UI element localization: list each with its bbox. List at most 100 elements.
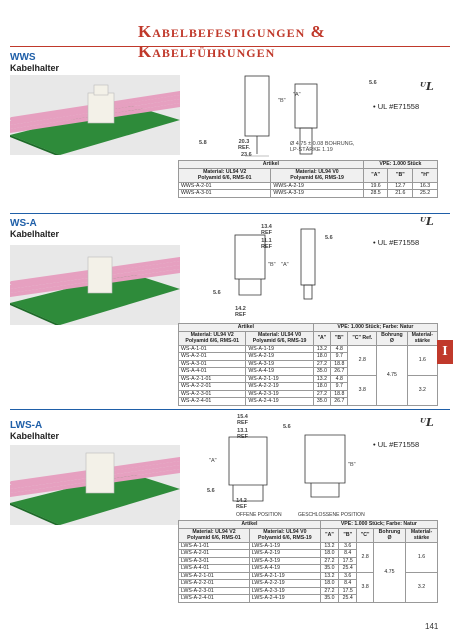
cell: 19.6 <box>362 181 389 190</box>
cell-merged: 1.6 <box>405 541 438 573</box>
table-lwsa-header-1: Material: UL94 V0 Polyamid 6/6, RMS-19 <box>248 527 321 543</box>
cell-merged: 2.8 <box>356 541 374 573</box>
dim-wws-d1: 5.6 <box>369 80 377 86</box>
dim-wsa-d4: 5.6 <box>213 290 221 296</box>
product-photo-wsa-art <box>10 256 180 325</box>
table-wsa-header-4: "C" Ref. <box>347 330 378 346</box>
section-sub-lwsa: Kabelhalter <box>10 431 60 441</box>
cell: LWS-A-2-3-19 <box>248 586 321 595</box>
dim-wsa-d2: 11.1 REF <box>261 238 272 251</box>
cell-merged: 3.8 <box>347 374 378 406</box>
table-row: WS-A-1-01 WS-A-1-19 13.2 4.8 2.8 4.75 1.… <box>177 344 439 406</box>
table-wsa-header-1: Material: UL94 V0 Polyamid 6/6, RMS-19 <box>245 330 314 346</box>
cell: LWS-A-2-01 <box>178 549 250 558</box>
technical-drawing-wsa <box>205 225 355 305</box>
cell: LWS-A-3-19 <box>248 556 321 565</box>
page-title: Kabelbefestigungen & Kabelführungen <box>138 22 326 61</box>
product-photo-wws-art <box>10 84 180 155</box>
table-wws-header-2: "A" <box>362 167 389 183</box>
cell: WS-A-1-19 <box>245 344 314 353</box>
cell: WS-A-2-4-01 <box>177 397 247 406</box>
cell: WS-A-2-01 <box>177 352 247 361</box>
table-wsa-header-5: Bohrung Ø <box>376 330 408 346</box>
dim-lwsa-d5: 14.2 REF <box>236 498 247 511</box>
dim-wsa-b: "B" <box>268 262 276 268</box>
cell: LWS-A-2-19 <box>248 549 321 558</box>
cell: WWS-A-2-19 <box>270 181 364 190</box>
table-wsa-header-6: Material- stärke <box>406 330 439 346</box>
section-rule-lwsa <box>10 409 450 410</box>
table-lwsa-header-0: Material: UL94 V2 Polyamid 6/6, RMS-01 <box>178 527 250 543</box>
page-number: 141 <box>425 622 439 631</box>
cell: 18.8 <box>330 389 349 398</box>
product-photo-wsa <box>10 245 180 325</box>
table-row: WS-A-2-01 WS-A-2-19 18.0 9.7 <box>177 352 438 361</box>
cell: WS-A-4-01 <box>177 367 247 376</box>
cell: LWS-A-3-01 <box>178 556 250 565</box>
product-photo-lwsa-art <box>10 452 180 525</box>
cell: LWS-A-2-2-01 <box>178 579 250 588</box>
open-position-label: OFFENE POSITION <box>236 512 282 518</box>
cell: 3.6 <box>338 541 358 550</box>
ul-logo-icon: ᵁL <box>420 416 434 429</box>
table-lwsa-header-2: "A" <box>319 527 340 543</box>
cell: 3.6 <box>338 571 358 580</box>
spec-table-wsa: Artikel VPE: 1.000 Stück; Farbe: Natur M… <box>177 323 439 406</box>
table-row: WWS-A-3-01 WWS-A-3-19 28.5 21.6 25.2 <box>177 189 438 198</box>
table-wsa-title-left: Artikel <box>178 323 314 332</box>
cell: WS-A-2-2-01 <box>177 382 247 391</box>
cell-merged: 4.75 <box>372 541 407 603</box>
product-photo-lwsa <box>10 445 180 525</box>
dim-wsa-d5: 14.2 REF <box>235 306 246 319</box>
cell: 18.0 <box>312 382 332 391</box>
cell: 27.2 <box>319 556 340 565</box>
dim-lwsa-d2: 13.1 REF <box>237 428 248 441</box>
table-row: WS-A-2-2-01 WS-A-2-2-19 18.0 9.7 <box>177 382 438 391</box>
product-photo-wws <box>10 75 180 155</box>
table-lwsa-header-3: "B" <box>338 527 358 543</box>
cell: 21.6 <box>387 189 414 198</box>
section-label-wws: WWS <box>10 52 36 63</box>
section-sub-wsa: Kabelhalter <box>10 229 60 239</box>
cell: 4.8 <box>330 344 349 353</box>
cell: 9.7 <box>330 382 349 391</box>
cell: 27.2 <box>319 586 340 595</box>
cell: WS-A-2-3-19 <box>245 389 314 398</box>
technical-drawing-lwsa-svg <box>228 434 346 502</box>
cell: 8.4 <box>338 549 358 558</box>
cell: 17.5 <box>338 586 358 595</box>
dim-wws-d4: 23.6 <box>241 152 252 158</box>
ul-logo-icon: ᵁL <box>420 80 434 93</box>
cell-merged: 3.2 <box>406 374 439 406</box>
cell: LWS-A-2-3-01 <box>178 586 250 595</box>
table-lwsa-title-right: VPE: 1.000 Stück; Farbe: Natur <box>319 520 439 529</box>
cell: 35.0 <box>312 397 332 406</box>
cell: LWS-A-4-01 <box>178 564 250 573</box>
cell: 35.0 <box>319 564 340 573</box>
cell: 12.7 <box>387 181 414 190</box>
table-row: WS-A-2-4-01 WS-A-2-4-19 35.0 26.7 <box>177 397 438 406</box>
technical-drawing-wws <box>205 70 355 160</box>
technical-drawing-lwsa <box>205 425 375 515</box>
dim-wws-d2: 5.8 <box>199 140 207 146</box>
dim-wws-a: "A" <box>293 92 301 98</box>
cell: 18.8 <box>330 359 349 368</box>
dim-lwsa-d3: 5.6 <box>283 424 291 430</box>
title-rule <box>10 46 450 47</box>
dim-wws-d3: 20.3 REF. <box>238 139 250 152</box>
dim-wsa-d1: 13.4 REF <box>261 224 272 237</box>
cell: 13.2 <box>319 571 340 580</box>
dim-wsa-a: "A" <box>281 262 289 268</box>
table-row: WWS-A-2-01 WWS-A-2-19 19.6 12.7 16.3 <box>177 181 438 190</box>
cell: WS-A-1-01 <box>177 344 247 353</box>
cell: 26.7 <box>330 397 349 406</box>
cell: 27.2 <box>312 359 332 368</box>
cell: 25.4 <box>338 594 358 603</box>
cell: 18.0 <box>319 579 340 588</box>
cell: WS-A-2-1-19 <box>245 374 314 383</box>
cell: 13.2 <box>319 541 340 550</box>
technical-drawing-wws-svg <box>244 75 318 157</box>
cell: LWS-A-2-1-01 <box>178 571 250 580</box>
table-wws-header-0: Material: UL94 V2 Polyamid 6/6, RMS-01 <box>177 167 272 183</box>
ul-logo-icon: ᵁL <box>420 215 434 228</box>
